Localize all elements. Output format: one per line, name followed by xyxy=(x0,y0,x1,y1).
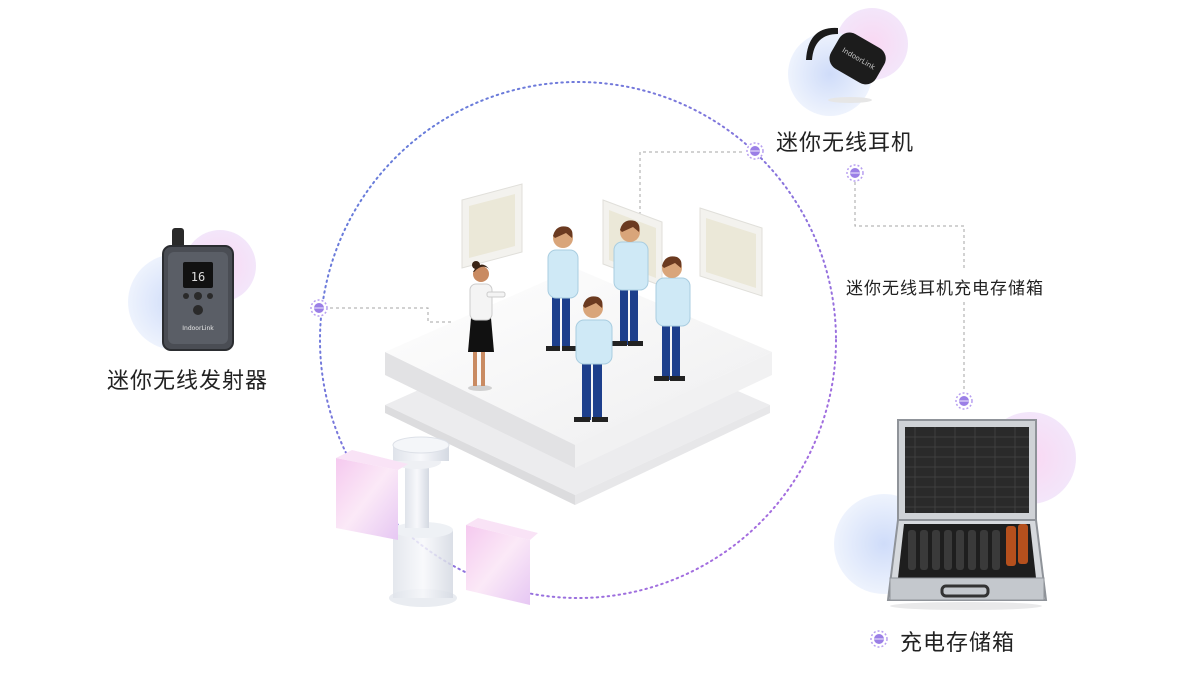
visitor-3 xyxy=(654,256,691,381)
node-transmitter xyxy=(310,299,328,317)
visitor-4 xyxy=(574,296,613,422)
svg-text:IndoorLink: IndoorLink xyxy=(182,325,214,332)
visitor-1 xyxy=(546,226,579,351)
charging-case-label: 充电存储箱 xyxy=(900,631,1016,656)
guide-figure xyxy=(468,261,506,391)
svg-text:16: 16 xyxy=(191,270,205,284)
wall-panels xyxy=(461,183,763,297)
node-charging-case-label xyxy=(870,630,888,648)
node-headset xyxy=(746,142,764,160)
visitor-figures xyxy=(546,220,691,422)
orbit-ring xyxy=(319,81,837,599)
headset-label: 迷你无线耳机 xyxy=(776,131,915,156)
pillar xyxy=(389,436,457,607)
transmitter-label: 迷你无线发射器 xyxy=(107,369,269,394)
headset-charging-case-label: 迷你无线耳机充电存储箱 xyxy=(846,279,1044,299)
decor-boxes xyxy=(336,450,538,605)
node-charging-case xyxy=(955,392,973,410)
visitor-2 xyxy=(612,220,649,346)
connector-lines xyxy=(330,151,965,390)
node-headset-case xyxy=(846,164,864,182)
